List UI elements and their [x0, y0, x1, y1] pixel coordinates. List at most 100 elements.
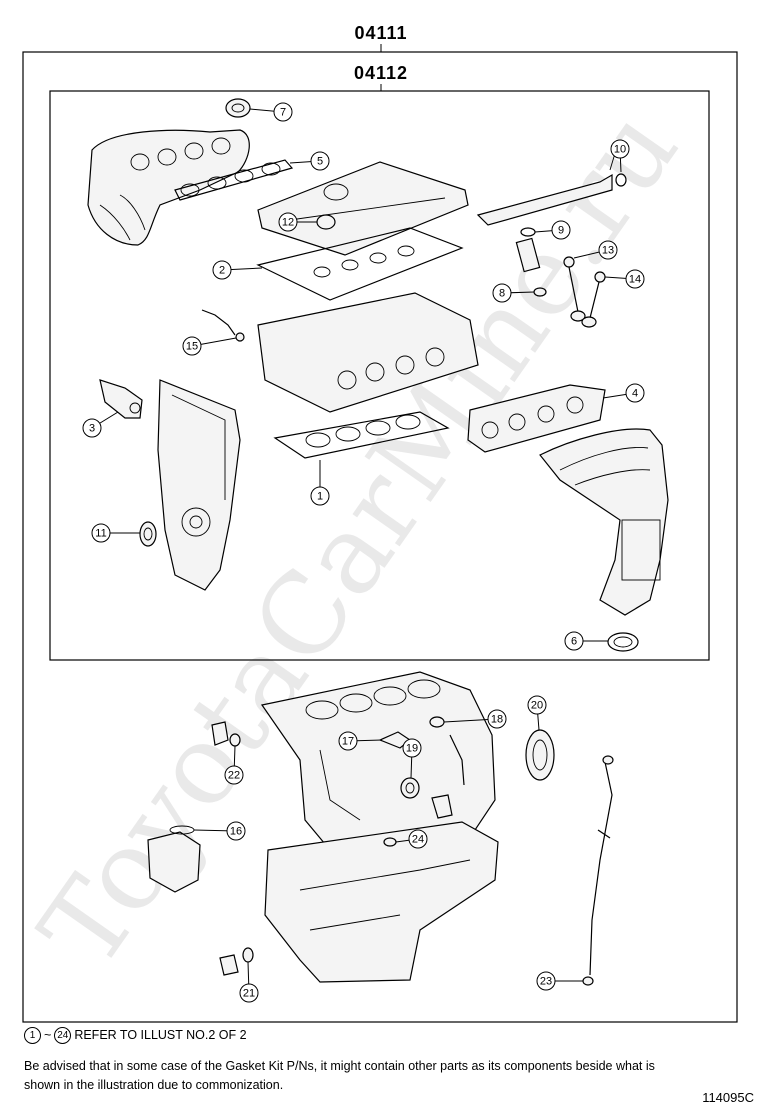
- intake-manifold-gasket: [174, 159, 294, 201]
- callout-19: 19: [402, 738, 422, 779]
- callout-bubble: [625, 383, 645, 403]
- callout-1: 1: [310, 460, 330, 506]
- callout-bubble: [527, 695, 547, 715]
- oil-strainer-gasket: [383, 837, 397, 847]
- callout-bubble: [310, 486, 330, 506]
- callout-15: 15: [182, 336, 237, 356]
- injector-insulator: [533, 287, 547, 297]
- callout-bubble: [487, 709, 507, 729]
- throttle-body-gasket: [225, 98, 251, 118]
- callout-11: 11: [91, 523, 140, 543]
- oil-seal-19: [400, 777, 420, 799]
- fuel-pipe-o-ring: [615, 173, 627, 187]
- callout-6: 6: [564, 631, 608, 651]
- crankshaft-front-oil-seal: [139, 521, 157, 547]
- callout-bubble: [564, 631, 584, 651]
- callout-7: 7: [249, 102, 293, 122]
- callout-bubble: [278, 212, 298, 232]
- valve-stem-oil-seal-14: [594, 271, 606, 283]
- exhaust-valve: [581, 277, 601, 328]
- exhaust-pipe-gasket: [607, 632, 639, 652]
- callout-9: 9: [534, 220, 571, 240]
- callout-2: 2: [212, 260, 263, 280]
- callout-number: 9: [558, 225, 564, 237]
- callout-number: 11: [95, 528, 106, 540]
- callout-bubble: [551, 220, 571, 240]
- callout-number: 24: [412, 834, 424, 846]
- refer-end-number: 24: [54, 1027, 72, 1044]
- callout-bubble: [226, 821, 246, 841]
- oil-level-gauge-guide: [589, 755, 614, 976]
- oil-pressure-switch: [431, 794, 453, 819]
- callout-bubble: [273, 102, 293, 122]
- callout-bubble: [224, 765, 244, 785]
- outer-kit-code: 04111: [354, 23, 407, 43]
- cylinder-head-gasket: [273, 411, 450, 459]
- callout-3: 3: [82, 411, 119, 438]
- callout-number: 2: [219, 265, 225, 277]
- callout-number: 7: [280, 107, 286, 119]
- callout-17: 17: [338, 731, 383, 751]
- gauge-guide-o-ring: [582, 976, 594, 986]
- intake-valve: [567, 261, 586, 322]
- callout-bubble: [610, 139, 630, 159]
- callout-number: 3: [89, 423, 95, 435]
- oil-pan: [264, 821, 499, 983]
- exhaust-manifold: [539, 428, 669, 616]
- callout-bubble: [402, 738, 422, 758]
- cylinder-head-cover: [257, 161, 469, 256]
- callout-number: 22: [228, 770, 240, 782]
- crankshaft-rear-oil-seal: [525, 729, 555, 781]
- callout-number: 13: [602, 245, 614, 257]
- callout-bubble: [239, 983, 259, 1003]
- callout-bubble: [182, 336, 202, 356]
- drain-plug-gasket-21: [242, 947, 254, 963]
- drain-plug-22: [211, 721, 229, 746]
- callout-13: 13: [573, 240, 618, 260]
- callout-14: 14: [604, 269, 645, 289]
- callout-18: 18: [443, 709, 507, 729]
- callout-number: 10: [614, 144, 626, 156]
- callout-bubble: [625, 269, 645, 289]
- refer-note: 1 ~ 24 REFER TO ILLUST NO.2 OF 2: [24, 1026, 247, 1045]
- head-cover-gasket: [256, 227, 464, 301]
- callout-number: 5: [317, 156, 323, 168]
- callout-4: 4: [602, 383, 645, 403]
- refer-text: REFER TO ILLUST NO.2 OF 2: [74, 1028, 247, 1042]
- refer-start-number: 1: [24, 1027, 41, 1044]
- callout-23: 23: [536, 971, 583, 991]
- advisory-note: Be advised that in some case of the Gask…: [24, 1059, 655, 1092]
- callout-number: 4: [632, 388, 638, 400]
- exhaust-manifold-gasket: [467, 384, 606, 453]
- callout-bubble: [492, 283, 512, 303]
- callout-bubble: [536, 971, 556, 991]
- outer-kit-frame: [22, 51, 738, 1023]
- refer-tilde: ~: [44, 1028, 52, 1042]
- callout-number: 15: [186, 341, 198, 353]
- callout-number: 21: [243, 988, 255, 1000]
- callout-number: 12: [282, 217, 294, 229]
- callout-22: 22: [224, 745, 244, 785]
- callout-number: 16: [230, 826, 242, 838]
- callout-number: 8: [499, 288, 505, 300]
- callout-bubble: [91, 523, 111, 543]
- callout-number: 18: [491, 714, 503, 726]
- callout-bubble: [310, 151, 330, 171]
- inner-kit-code: 04112: [354, 63, 408, 83]
- intake-manifold: [87, 129, 250, 246]
- callout-number: 23: [540, 976, 552, 988]
- callout-5: 5: [289, 151, 330, 171]
- sensor-o-ring: [201, 309, 245, 342]
- drain-plug-21: [219, 954, 239, 976]
- callout-bubble: [82, 418, 102, 438]
- callout-number: 14: [629, 274, 641, 286]
- inner-kit-frame: [49, 90, 710, 661]
- callout-10: 10: [610, 139, 630, 173]
- callout-bubble: [408, 829, 428, 849]
- callout-bubble: [598, 240, 618, 260]
- spark-plug-tube-gasket: [316, 214, 336, 230]
- cylinder-head: [257, 292, 479, 413]
- drawing-number: 114095C: [702, 1090, 754, 1105]
- callout-24: 24: [395, 829, 428, 849]
- drain-plug-gasket-22: [229, 733, 241, 747]
